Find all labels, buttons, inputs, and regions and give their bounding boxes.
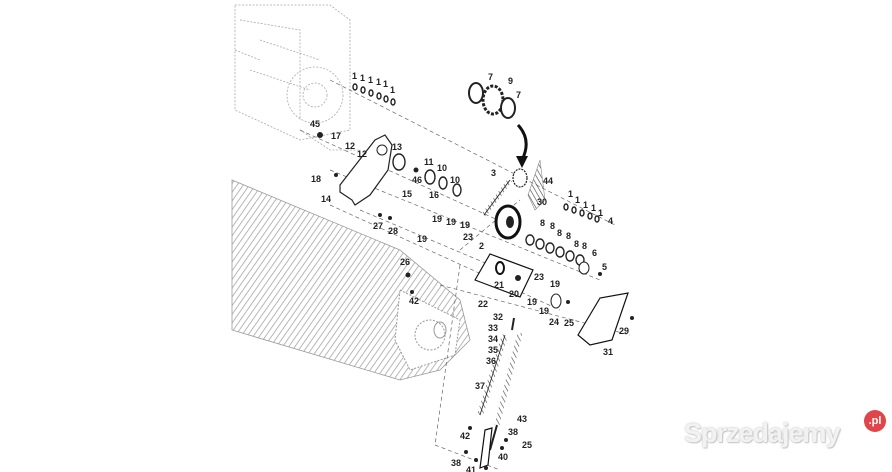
part-number-label: 29 bbox=[619, 326, 630, 336]
part-number-label: 44 bbox=[543, 176, 554, 186]
lever-part bbox=[479, 427, 493, 469]
part-number-label: 40 bbox=[498, 452, 509, 462]
part-number-label: 36 bbox=[486, 356, 497, 366]
pickup-roll bbox=[231, 179, 471, 381]
part-number-label: 19 bbox=[446, 217, 457, 227]
part-number-label: 12 bbox=[357, 149, 368, 159]
part-number-label: 16 bbox=[429, 190, 440, 200]
part-number-label: 20 bbox=[509, 289, 520, 299]
part-number-label: 24 bbox=[549, 317, 560, 327]
part-number-label: 30 bbox=[537, 197, 548, 207]
part-number-label: 31 bbox=[603, 347, 614, 357]
part-number-label: 1 bbox=[591, 203, 597, 213]
part-number-label: 41 bbox=[466, 465, 477, 472]
part-number-label: 15 bbox=[402, 189, 413, 199]
part-number-label: 1 bbox=[575, 195, 581, 205]
part-number-label: 8 bbox=[582, 241, 588, 251]
part-number-label: 28 bbox=[388, 226, 399, 236]
part-number-label: 1 bbox=[383, 79, 389, 89]
part-number-label: 32 bbox=[493, 312, 504, 322]
part-number-label: 5 bbox=[602, 262, 608, 272]
part-number-label: 12 bbox=[345, 141, 356, 151]
part-number-label: 19 bbox=[432, 214, 443, 224]
part-number-label: 1 bbox=[598, 208, 604, 218]
arrow-icon bbox=[516, 123, 528, 161]
part-number-label: 17 bbox=[331, 131, 342, 141]
part-number-label: 1 bbox=[360, 73, 366, 83]
part-number-label: 23 bbox=[534, 272, 545, 282]
guard-part bbox=[577, 292, 629, 346]
part-number-label: 2 bbox=[479, 241, 485, 251]
part-number-label: 19 bbox=[550, 279, 561, 289]
watermark-badge: .pl bbox=[864, 410, 886, 432]
part-number-label: 8 bbox=[540, 218, 546, 228]
part-number-label: 25 bbox=[522, 440, 533, 450]
part-number-label: 3 bbox=[491, 168, 497, 178]
part-number-label: 18 bbox=[311, 174, 322, 184]
part-number-label: 43 bbox=[517, 414, 528, 424]
part-number-label: 42 bbox=[460, 431, 471, 441]
part-number-label: 13 bbox=[392, 142, 403, 152]
arrow-head-icon bbox=[516, 156, 528, 168]
part-number-label: 1 bbox=[376, 77, 382, 87]
part-number-label: 34 bbox=[488, 334, 499, 344]
part-number-label: 8 bbox=[574, 239, 580, 249]
part-number-label: 19 bbox=[417, 234, 428, 244]
part-number-label: 7 bbox=[488, 72, 494, 82]
part-number-label: 1 bbox=[368, 75, 374, 85]
part-number-label: 21 bbox=[494, 280, 505, 290]
part-number-label: 37 bbox=[475, 381, 486, 391]
part-number-label: 14 bbox=[321, 194, 332, 204]
bolts bbox=[317, 132, 634, 470]
sprocket-assembly bbox=[468, 82, 516, 119]
part-number-label: 19 bbox=[527, 297, 538, 307]
part-number-label: 46 bbox=[412, 175, 423, 185]
part-number-label: 23 bbox=[463, 232, 474, 242]
part-number-label: 8 bbox=[566, 231, 572, 241]
part-number-label: 10 bbox=[437, 163, 448, 173]
part-number-label: 27 bbox=[373, 221, 384, 231]
part-number-label: 38 bbox=[451, 458, 462, 468]
washers bbox=[352, 83, 600, 309]
part-number-label: 1 bbox=[568, 189, 574, 199]
part-number-label: 11 bbox=[424, 157, 434, 167]
part-number-label: 6 bbox=[592, 248, 598, 258]
part-number-label: 35 bbox=[488, 345, 499, 355]
part-number-label: 25 bbox=[564, 318, 575, 328]
plate-part bbox=[474, 253, 534, 298]
part-number-label: 19 bbox=[460, 220, 471, 230]
machine-frame bbox=[234, 4, 360, 151]
part-number-label: 1 bbox=[352, 71, 358, 81]
part-number-label: 33 bbox=[488, 323, 499, 333]
part-number-label: 19 bbox=[539, 306, 550, 316]
part-number-label: 4 bbox=[608, 216, 614, 226]
part-number-label: 22 bbox=[478, 299, 489, 309]
part-number-label: 7 bbox=[516, 90, 522, 100]
part-number-label: 10 bbox=[450, 175, 461, 185]
part-number-label: 45 bbox=[310, 119, 321, 129]
part-number-label: 1 bbox=[583, 200, 589, 210]
part-number-label: 1 bbox=[390, 85, 396, 95]
part-number-label: 9 bbox=[508, 76, 514, 86]
part-number-label: 8 bbox=[557, 228, 563, 238]
watermark-logo: Sprzedajemy bbox=[684, 418, 841, 448]
part-number-label: 42 bbox=[409, 296, 420, 306]
part-number-label: 38 bbox=[508, 427, 519, 437]
part-number-label: 26 bbox=[400, 257, 411, 267]
part-number-label: 8 bbox=[550, 221, 556, 231]
